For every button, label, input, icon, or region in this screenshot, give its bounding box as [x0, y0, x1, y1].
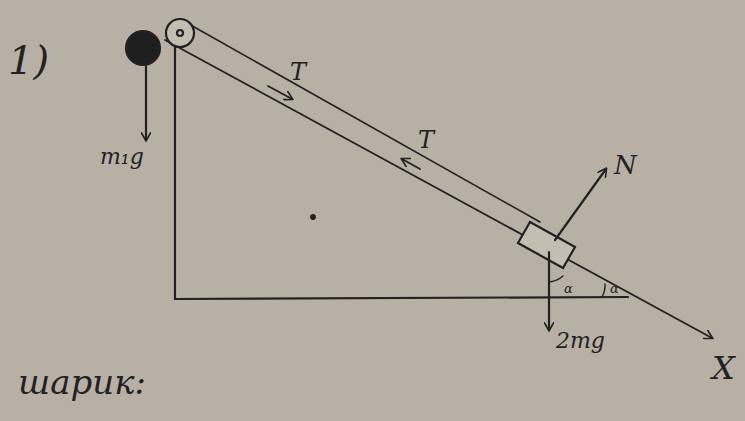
tension-arrow	[268, 86, 292, 99]
tension-arrow	[402, 159, 420, 169]
block	[518, 222, 575, 268]
force-label: T	[290, 60, 306, 84]
angle-arc	[602, 284, 605, 297]
angle-label: α	[564, 282, 573, 295]
incline-base	[175, 297, 628, 299]
ball	[126, 31, 160, 65]
rope	[180, 19, 540, 222]
pulley	[166, 19, 194, 47]
angle-arc	[549, 276, 563, 282]
force-label: N	[614, 152, 637, 178]
normal-force-arrow	[555, 169, 606, 240]
angle-label: α	[610, 282, 619, 295]
axis-label: X	[712, 352, 735, 384]
force-label: 2mg	[556, 330, 605, 352]
gravity-arrow	[145, 66, 147, 140]
dot	[311, 215, 315, 219]
x-axis-line	[165, 40, 712, 338]
force-label: T	[418, 128, 434, 152]
note-text: шарик:	[18, 365, 146, 399]
problem-number: 1)	[8, 40, 49, 80]
gravity-arrow	[548, 252, 550, 330]
force-label: m₁g	[100, 146, 144, 168]
pulley-axle	[177, 30, 183, 36]
incline-vertical-leg	[174, 42, 176, 299]
